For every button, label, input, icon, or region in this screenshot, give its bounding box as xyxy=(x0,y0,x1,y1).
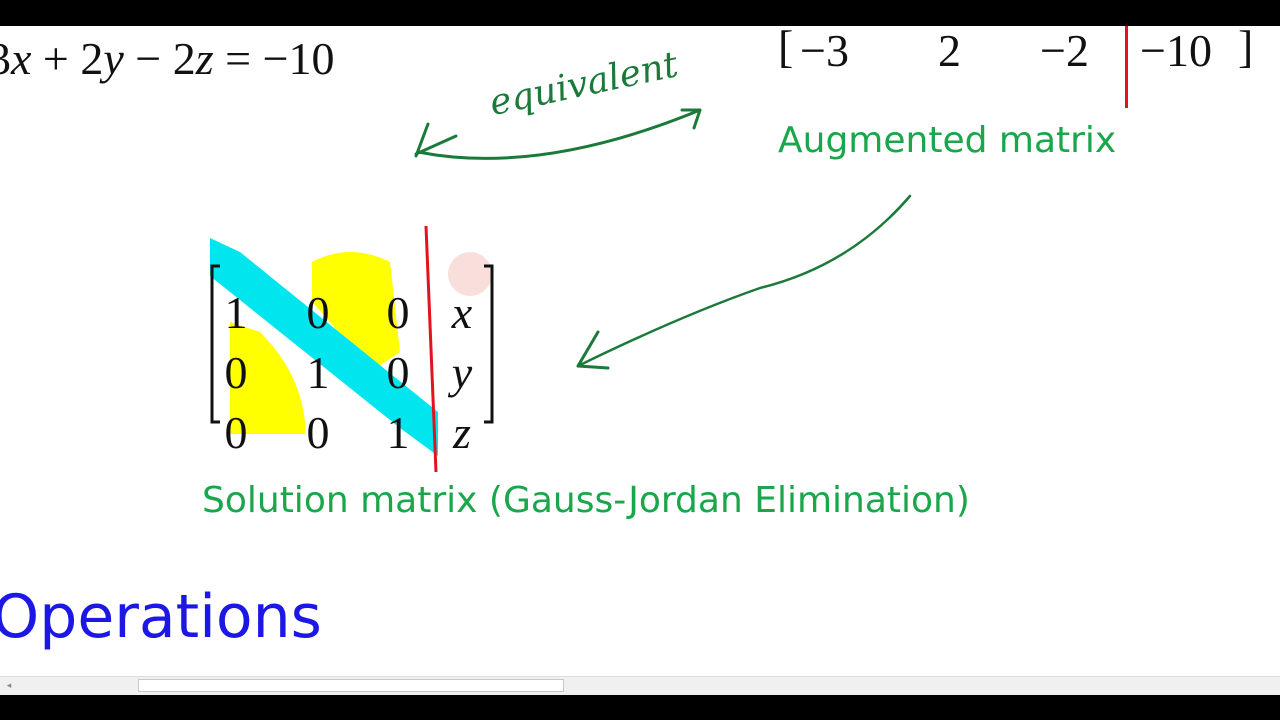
equivalent-arrowhead-left xyxy=(414,122,458,158)
aug-cell-c: −2 xyxy=(1040,26,1089,76)
aug-cell-d: −10 xyxy=(1140,26,1212,76)
highlight-layer xyxy=(210,225,494,473)
pink-highlight-dot xyxy=(448,252,492,296)
matrix-divider-line xyxy=(424,225,438,473)
augmented-to-solution-arrowhead xyxy=(576,330,610,370)
eq-var-x: x xyxy=(11,33,32,84)
matrix-cell-r2c2: 1 xyxy=(306,347,330,398)
cyan-diagonal-highlight xyxy=(210,238,438,456)
equivalent-arrowhead-right xyxy=(680,108,702,130)
yellow-highlight-upper xyxy=(312,252,400,372)
solution-matrix-label: Solution matrix (Gauss-Jordan Eliminatio… xyxy=(202,480,970,521)
matrix-cell-r3c3: 1 xyxy=(386,407,410,458)
aug-divider-line xyxy=(1125,26,1128,108)
solution-matrix: 1 0 0 x 0 1 0 y 0 0 1 z xyxy=(200,222,510,482)
yellow-highlight-lower xyxy=(230,322,305,434)
eq-var-y: y xyxy=(103,33,124,84)
horizontal-scrollbar[interactable]: ◂ xyxy=(0,676,1280,695)
equivalent-arrow xyxy=(416,108,702,160)
matrix-cell-r1c2: 0 xyxy=(306,287,330,338)
eq-minus-2: − 2 xyxy=(135,33,196,84)
equation-row: 3x + 2y − 2z = −10 xyxy=(0,32,335,85)
matrix-cell-r3c2: 0 xyxy=(306,407,330,458)
slide-canvas: 3x + 2y − 2z = −10 [ −3 2 −2 −10 ] equiv… xyxy=(0,26,1280,694)
matrix-cell-r2c1: 0 xyxy=(224,347,248,398)
scrollbar-thumb[interactable] xyxy=(138,679,564,692)
eq-var-z: z xyxy=(195,33,214,84)
matrix-cell-r2c3: 0 xyxy=(386,347,410,398)
aug-cell-a: −3 xyxy=(800,26,849,76)
augmented-matrix-label: Augmented matrix xyxy=(778,120,1117,161)
matrix-cell-r1c1: 1 xyxy=(224,287,248,338)
ink-layer xyxy=(414,108,912,370)
matrix-cell-r1c3: 0 xyxy=(386,287,410,338)
operations-heading: Operations xyxy=(0,582,322,652)
eq-plus-2: + 2 xyxy=(42,33,104,84)
aug-bracket-left: [ xyxy=(778,26,794,72)
matrix-bracket-left xyxy=(210,264,220,424)
augmented-to-solution-arrow xyxy=(576,194,912,368)
scroll-left-arrow-icon[interactable]: ◂ xyxy=(6,681,12,691)
eq-coef-x: 3 xyxy=(0,33,11,84)
matrix-bracket-right xyxy=(484,264,494,424)
matrix-cell-r3c1: 0 xyxy=(224,407,248,458)
matrix-cell-r2-var: y xyxy=(451,347,473,398)
matrix-cell-r1-var: x xyxy=(451,287,473,338)
eq-rhs: = −10 xyxy=(225,33,335,84)
aug-cell-b: 2 xyxy=(938,26,961,76)
aug-bracket-right: ] xyxy=(1238,26,1254,72)
matrix-cell-r3-var: z xyxy=(453,407,471,458)
